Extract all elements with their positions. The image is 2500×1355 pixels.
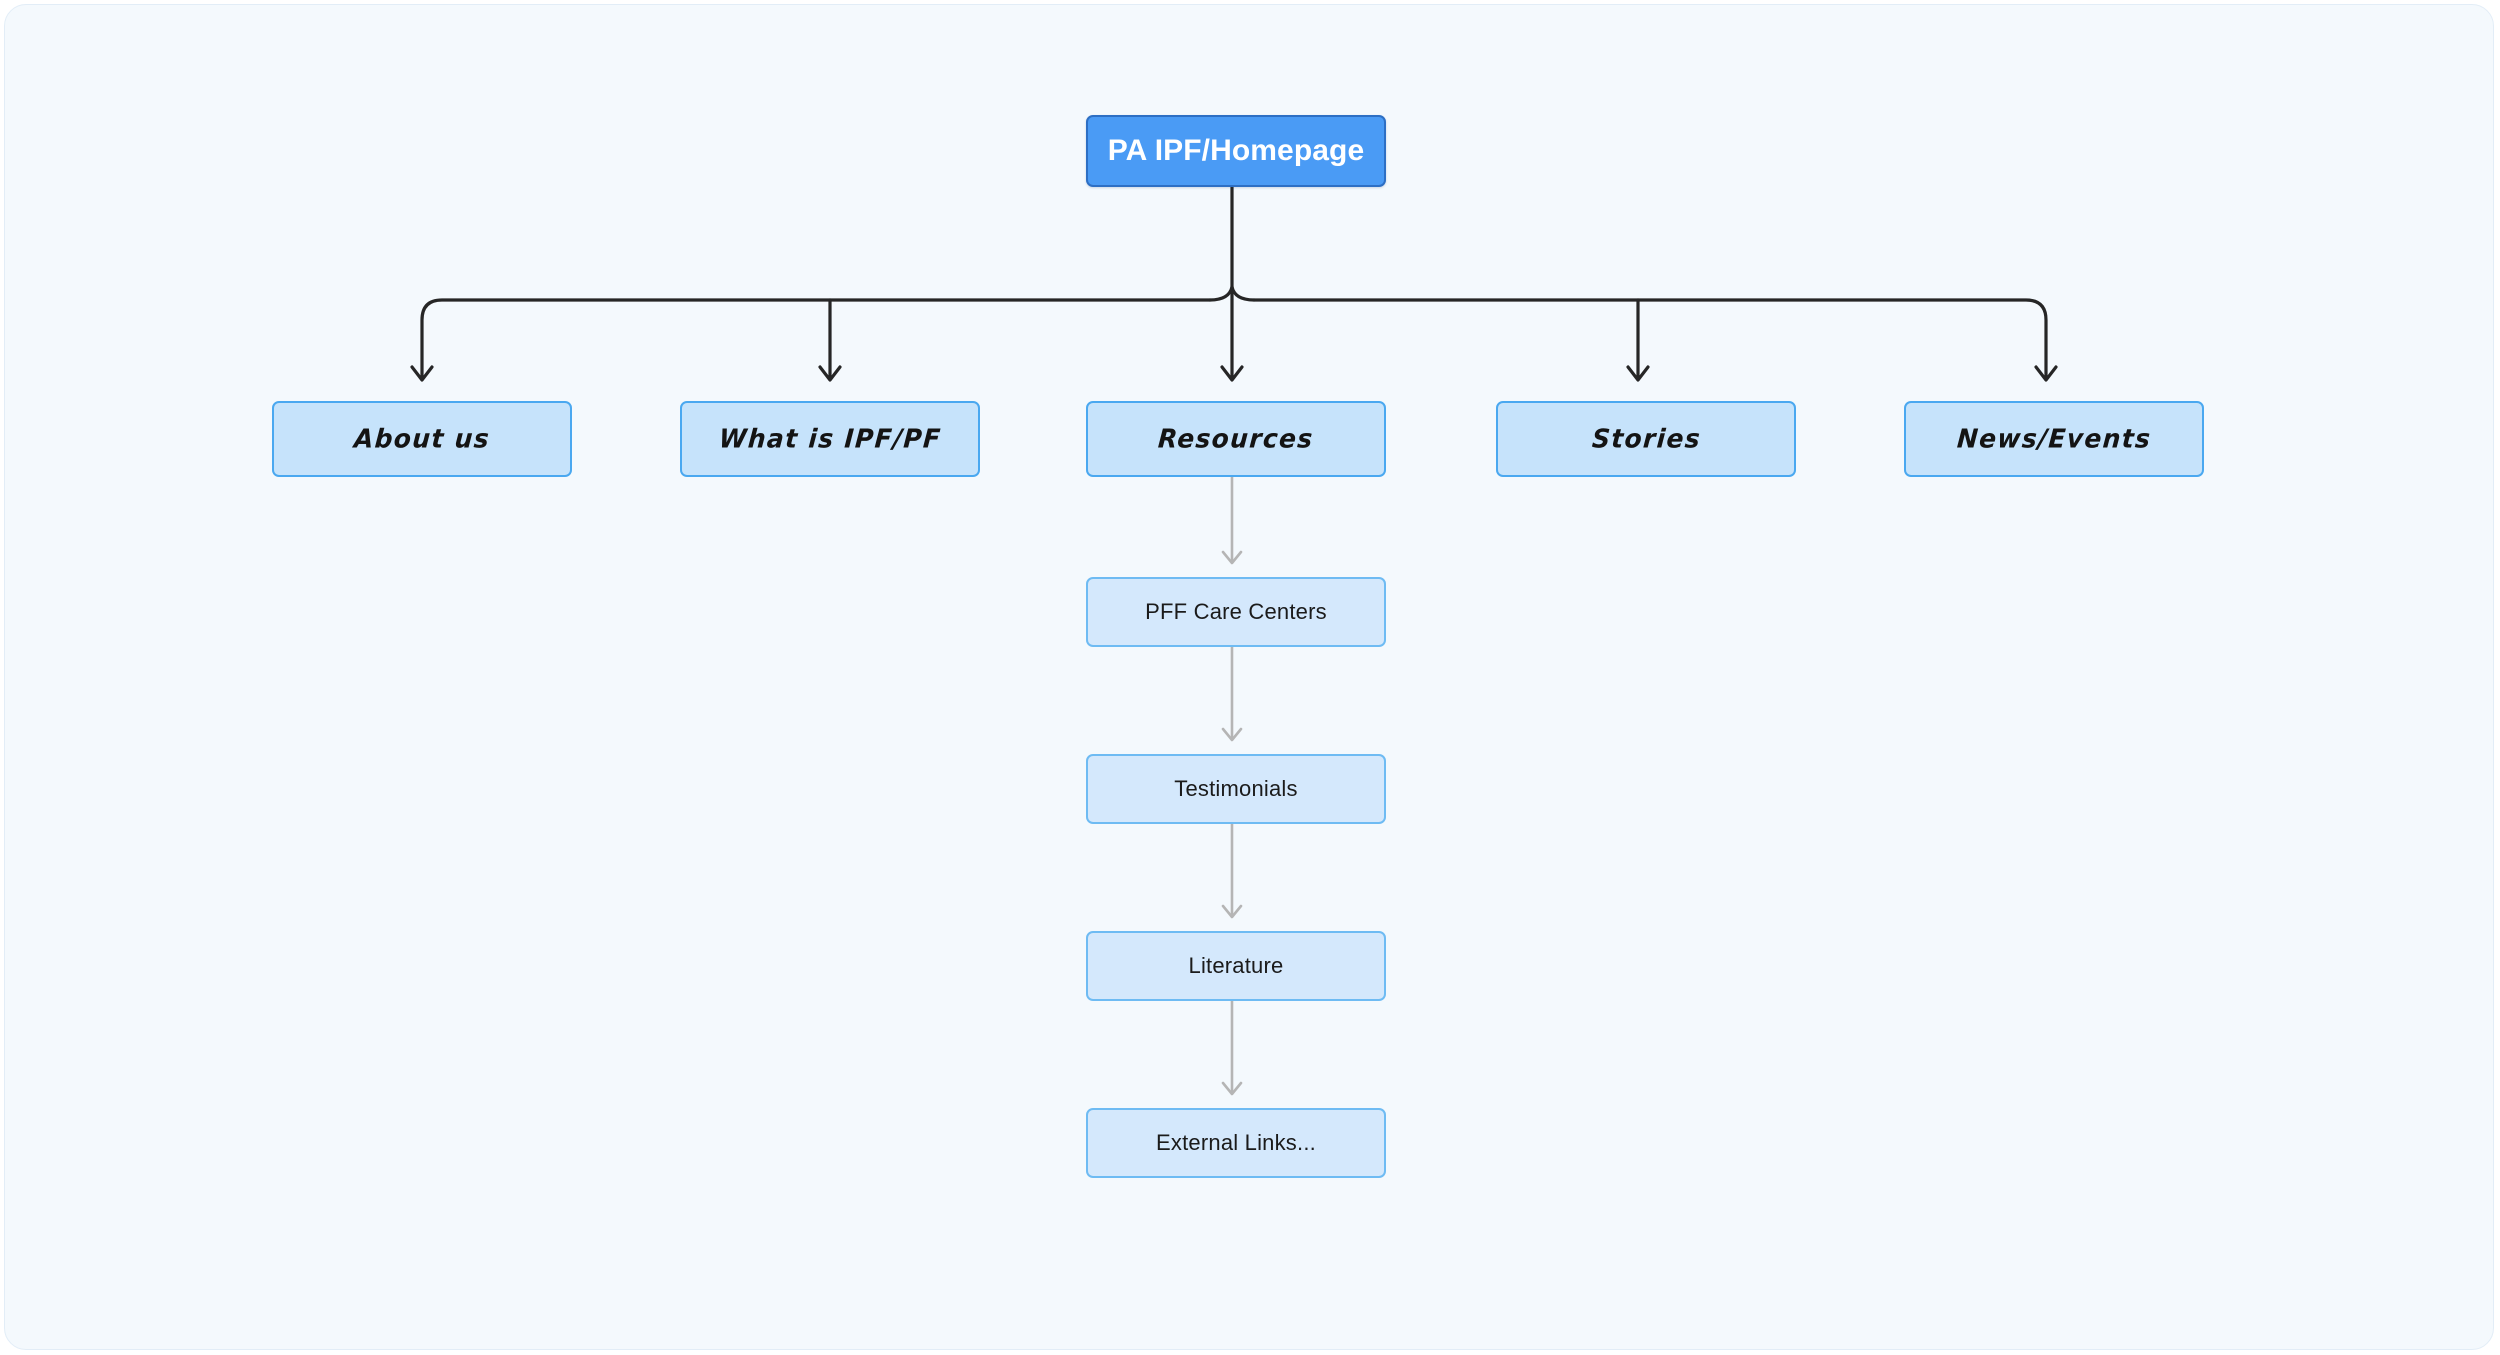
arrowhead-external-links [1221,1081,1243,1096]
node-about-us[interactable]: About us [272,401,572,477]
arrowhead-stories [1626,365,1650,382]
node-pff-care-centers[interactable]: PFF Care Centers [1086,577,1386,647]
node-label: What is IPF/PF [717,423,943,454]
node-stories[interactable]: Stories [1496,401,1796,477]
node-label: Testimonials [1174,776,1298,802]
edge-bus-right [1252,298,2048,381]
arrowhead-resources [1220,365,1244,382]
diagram-canvas: PA IPF/Homepage About us What is IPF/PF … [4,4,2494,1350]
node-label: News/Events [1955,423,2153,454]
node-label: Resources [1157,423,1315,454]
node-resources[interactable]: Resources [1086,401,1386,477]
node-label: Stories [1590,423,1702,454]
node-label: External Links... [1156,1130,1316,1156]
arrowhead-pff-care-centers [1221,550,1243,565]
node-what-is-ipf-pf[interactable]: What is IPF/PF [680,401,980,477]
node-label: PFF Care Centers [1145,599,1327,625]
node-label: Literature [1188,953,1284,979]
node-testimonials[interactable]: Testimonials [1086,754,1386,824]
node-label: About us [353,423,492,454]
arrowhead-news-events [2034,365,2058,382]
arrowhead-literature [1221,904,1243,919]
arrowhead-testimonials [1221,727,1243,742]
edge-bus-junction-left [1208,285,1234,302]
node-external-links[interactable]: External Links... [1086,1108,1386,1178]
node-news-events[interactable]: News/Events [1904,401,2204,477]
arrowhead-what-is-ipf-pf [818,365,842,382]
edge-bus-left [420,298,1212,381]
arrowhead-about-us [410,365,434,382]
node-label: PA IPF/Homepage [1107,133,1365,167]
node-root-pa-ipf-homepage[interactable]: PA IPF/Homepage [1086,115,1386,187]
node-literature[interactable]: Literature [1086,931,1386,1001]
edge-bus-junction-right [1230,285,1256,302]
